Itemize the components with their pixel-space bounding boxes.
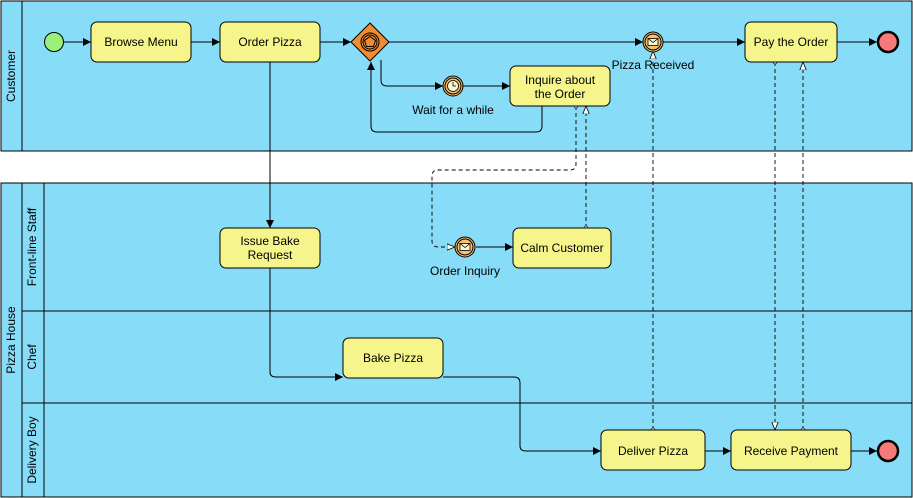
task-issue-bake-label-line2: Request <box>248 248 293 262</box>
task-issue-bake-label-line1: Issue Bake <box>240 234 300 248</box>
lane-chef[interactable]: Chef <box>21 310 913 404</box>
message-inquire-to-order-inquiry[interactable] <box>431 106 576 247</box>
end-event-customer[interactable] <box>876 30 900 54</box>
message-event-order-inquiry[interactable] <box>454 236 476 258</box>
task-bake-pizza-label: Bake Pizza <box>363 351 423 365</box>
task-bake-pizza[interactable]: Bake Pizza <box>342 337 444 379</box>
event-based-gateway[interactable] <box>350 22 390 62</box>
lane-delivery-boy-header <box>21 402 45 498</box>
task-deliver-pizza[interactable]: Deliver Pizza <box>600 429 706 471</box>
task-browse-menu[interactable]: Browse Menu <box>90 21 192 63</box>
order-inquiry-label: Order Inquiry <box>430 264 500 278</box>
wait-event-label: Wait for a while <box>412 103 494 117</box>
gateway-outer-circle-icon <box>360 32 380 52</box>
gateway-inner-circle-icon <box>362 34 378 50</box>
message-event-pizza-received[interactable] <box>642 31 664 53</box>
gateway-pentagon-icon <box>363 35 377 47</box>
message-flows <box>431 51 803 430</box>
task-order-pizza[interactable]: Order Pizza <box>219 21 321 63</box>
end-event-delivery[interactable] <box>876 439 900 463</box>
task-browse-menu-label: Browse Menu <box>104 35 177 49</box>
task-calm-customer[interactable]: Calm Customer <box>512 227 612 269</box>
lane-front-line-staff-label: Front-line Staff <box>25 207 39 286</box>
timer-event-wait[interactable] <box>442 75 464 97</box>
task-deliver-pizza-label: Deliver Pizza <box>618 444 688 458</box>
flow-bake-to-deliver[interactable] <box>443 376 601 455</box>
task-pay-order-label: Pay the Order <box>754 35 829 49</box>
pizza-received-label: Pizza Received <box>612 58 695 72</box>
start-event[interactable] <box>44 32 64 52</box>
customer-pool-label: Customer <box>4 50 18 102</box>
task-calm-customer-label: Calm Customer <box>520 241 603 255</box>
flow-issue-bake-to-bake[interactable] <box>269 268 343 381</box>
task-receive-payment-label: Receive Payment <box>744 444 839 458</box>
pizza-house-pool-label: Pizza House <box>4 306 18 374</box>
flow-gateway-to-wait[interactable] <box>380 60 443 90</box>
task-order-pizza-label: Order Pizza <box>238 35 302 49</box>
task-inquire-label-line1: Inquire about <box>525 73 596 87</box>
lane-delivery-boy-label: Delivery Boy <box>25 416 39 483</box>
task-receive-payment[interactable]: Receive Payment <box>730 429 852 471</box>
task-inquire-label-line2: the Order <box>535 87 586 101</box>
task-pay-order[interactable]: Pay the Order <box>744 21 838 63</box>
task-inquire-order[interactable]: Inquire about the Order <box>509 65 611 107</box>
customer-pool-header <box>0 0 23 152</box>
lane-chef-label: Chef <box>25 344 39 370</box>
task-issue-bake-request[interactable]: Issue Bake Request <box>219 227 321 269</box>
